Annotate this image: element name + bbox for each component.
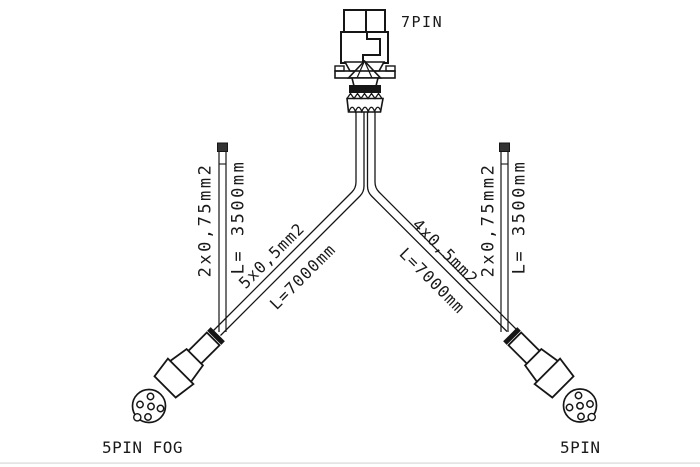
left-aux-wire-lines — [218, 151, 227, 332]
left-plug-front — [153, 357, 195, 399]
right-branch-cable-inner — [366, 112, 508, 332]
left-plug-pins — [136, 392, 165, 421]
left-aux-wire-ferrule — [217, 142, 228, 152]
right-branch-cable-outer — [374, 112, 519, 332]
left-branch-cable-outer — [210, 112, 357, 334]
right-plug-face — [562, 388, 598, 423]
bottom-right-connector-label: 5PIN — [560, 438, 601, 457]
left-plug-face — [131, 388, 167, 424]
bottom-left-connector-label: 5PIN FOG — [102, 438, 184, 457]
right-tape-band — [503, 327, 521, 345]
main-cable-y-split — [210, 112, 519, 336]
plug-seal-band — [349, 85, 381, 93]
top-connector-label: 7PIN — [401, 13, 444, 31]
right-plug-body — [503, 327, 575, 399]
plug-cone-hatch — [356, 60, 373, 79]
left-tape-band — [207, 327, 225, 345]
left-plug-face-notch — [132, 412, 142, 422]
plug-grip-outline — [346, 97, 384, 113]
left-aux-wire-spec-label: 2x0,75mm2 — [195, 162, 216, 278]
plug-top-block — [343, 9, 386, 33]
left-plug-body — [153, 327, 225, 399]
left-branch-cable-inner — [220, 112, 365, 336]
page-edge-line — [0, 462, 700, 464]
left-aux-wire-length-label: L= 3500mm — [228, 159, 249, 275]
plug-neck — [350, 77, 380, 87]
right-plug-pins — [565, 391, 594, 421]
right-aux-wire-lines — [500, 151, 509, 332]
right-aux-wire-spec-label: 2x0,75mm2 — [478, 162, 499, 278]
left-aux-wire — [217, 142, 228, 332]
right-plug-face-notch — [587, 412, 597, 422]
plug-grip-arches — [348, 106, 382, 114]
seven-pin-plug — [334, 9, 396, 114]
plug-grip-zigzag — [346, 92, 383, 100]
right-aux-wire — [499, 142, 510, 332]
right-aux-wire-length-label: L= 3500mm — [509, 159, 530, 275]
right-plug-front — [533, 357, 575, 399]
plug-body-notch — [362, 32, 381, 63]
right-aux-wire-ferrule — [499, 142, 510, 152]
